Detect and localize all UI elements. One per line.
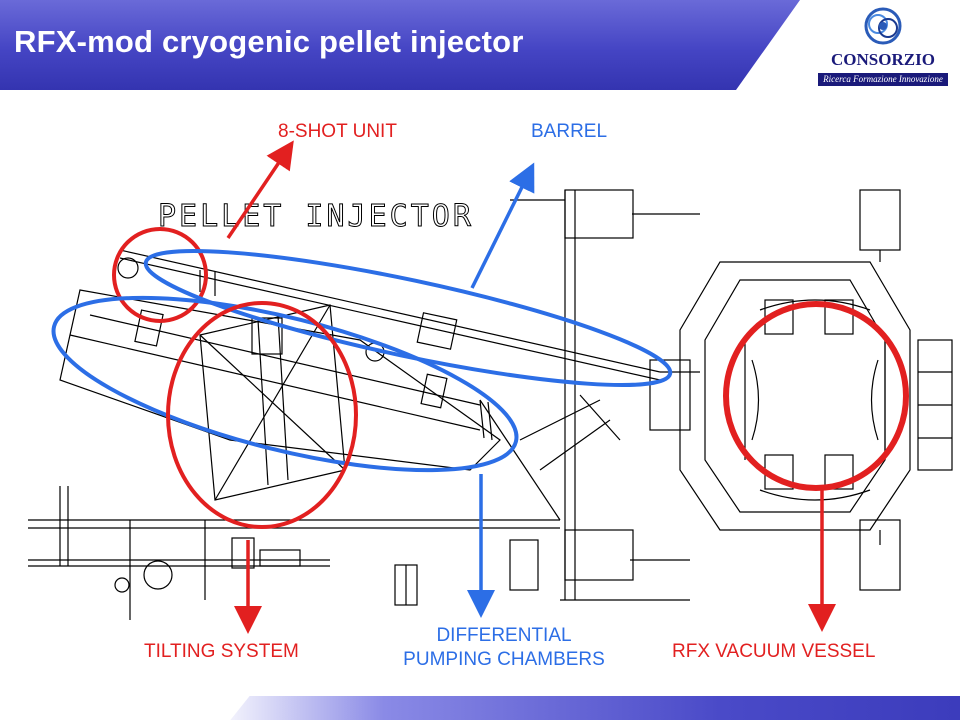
consorzio-rfx-logo: CONSORZIO RFX Ricerca Formazione Innovaz… [812, 4, 954, 89]
label-eight-shot-unit: 8-SHOT UNIT [278, 121, 397, 142]
logo-tagline: Ricerca Formazione Innovazione [818, 73, 948, 86]
header: RFX-mod cryogenic pellet injector CONSOR… [0, 0, 960, 92]
pointer-arrows [226, 140, 836, 634]
highlights [51, 227, 909, 529]
eight-shot-arrow [226, 140, 294, 239]
barrel-ellipse [143, 249, 673, 387]
differential-pumping-ellipse [51, 295, 519, 473]
label-differential-line1: DIFFERENTIAL [436, 625, 572, 646]
label-vacuum-vessel: RFX VACUUM VESSEL [672, 641, 876, 662]
label-differential-line2: PUMPING CHAMBERS [403, 649, 605, 670]
tilting-system-ellipse [166, 301, 358, 529]
vacuum-vessel-ellipse [723, 301, 909, 491]
logo-emblem-icon [864, 7, 902, 45]
footer-bar [230, 696, 960, 720]
label-barrel: BARREL [531, 121, 608, 142]
drawing-title: PELLET INJECTOR [158, 199, 474, 234]
drawing-linework: PELLET INJECTOR [28, 189, 953, 620]
header-bar [0, 0, 800, 90]
page-title: RFX-mod cryogenic pellet injector [14, 24, 524, 59]
eight-shot-unit-circle [112, 227, 208, 323]
label-tilting-system: TILTING SYSTEM [144, 641, 299, 662]
label-differential-pumping: DIFFERENTIAL PUMPING CHAMBERS [376, 624, 632, 672]
barrel-arrow [470, 162, 535, 289]
